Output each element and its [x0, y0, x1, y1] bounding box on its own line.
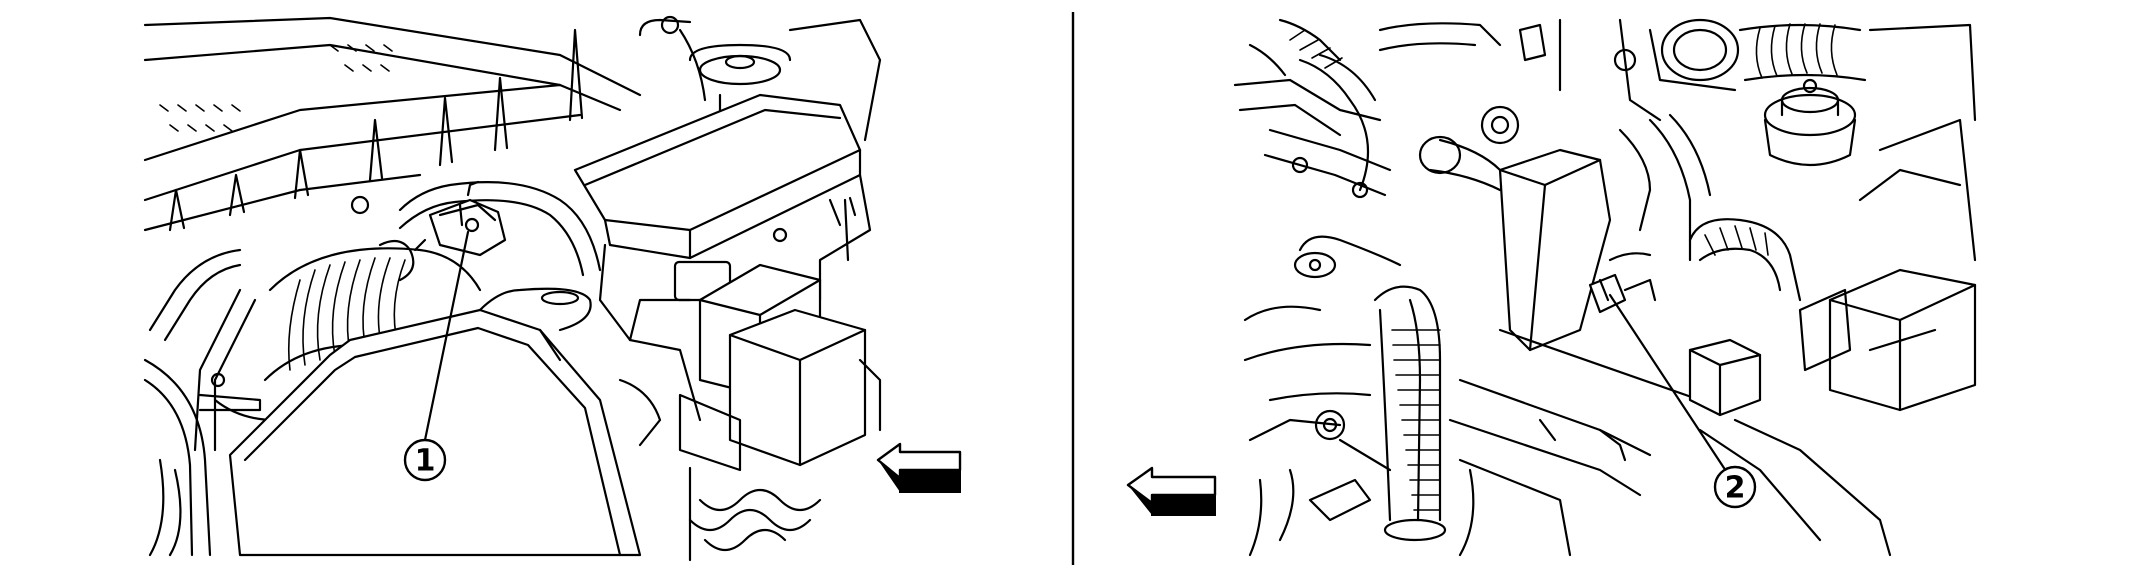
right-side-panels	[1798, 118, 1977, 412]
lower-left-fittings	[1243, 305, 1392, 557]
intake-corrugated-hose	[1738, 23, 1977, 122]
lower-manifold	[1243, 328, 1892, 557]
sensor-component	[413, 180, 507, 257]
callout-2-circle	[1713, 465, 1757, 509]
callout-2-label: 2	[1725, 471, 1746, 506]
connector-component	[1588, 252, 1657, 314]
harness-corrugated-left	[1289, 29, 1447, 542]
callout-1-label: 1	[415, 444, 436, 479]
air-cleaner-box	[573, 93, 872, 422]
left-panel-illustration	[143, 15, 882, 562]
strut-tower	[638, 15, 882, 142]
front-arrow-icon	[1126, 466, 1217, 516]
callout-2-group: 2	[1608, 293, 1757, 509]
callout-1-circle	[403, 438, 447, 482]
front-arrow-icon	[876, 442, 962, 493]
hoses	[143, 248, 262, 557]
fuel-rail	[1233, 78, 1402, 279]
relay-box	[618, 263, 882, 472]
reservoir-cap	[1763, 78, 1857, 167]
top-hoses	[1248, 18, 1562, 92]
harness-corrugated-right	[1618, 113, 1802, 302]
air-box-lid	[228, 287, 642, 557]
right-panel-illustration	[1233, 18, 1977, 557]
callout-1-group: 1	[403, 230, 470, 482]
pipe-loop	[378, 181, 602, 282]
central-bracket	[1418, 105, 1612, 352]
engine-cover	[143, 16, 642, 232]
throttle-body	[1613, 18, 1740, 122]
wire-harness	[688, 466, 822, 562]
